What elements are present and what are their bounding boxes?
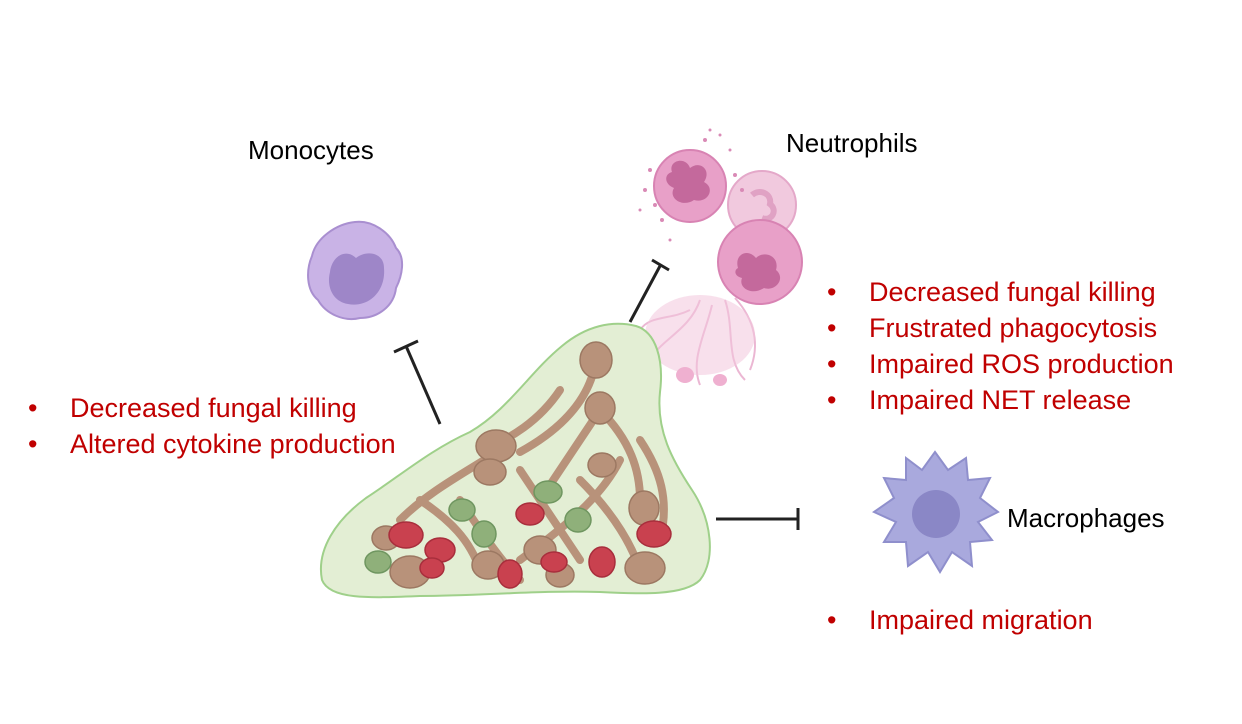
neutrophils-label: Neutrophils xyxy=(786,128,918,158)
biofilm-illustration xyxy=(319,322,711,599)
monocytes-label: Monocytes xyxy=(248,135,374,165)
macrophages-label: Macrophages xyxy=(1007,503,1165,533)
macrophage-illustration xyxy=(871,450,1000,574)
monocyte-effect-item: Decreased fungal killing xyxy=(28,390,396,426)
inhibit-arrow-monocytes xyxy=(393,339,442,425)
macrophage-effect-item: Impaired migration xyxy=(827,602,1093,638)
neutrophil-illustration xyxy=(638,128,803,386)
neutrophil-effects-list: Decreased fungal killing Frustrated phag… xyxy=(827,274,1174,418)
monocyte-effects-list: Decreased fungal killing Altered cytokin… xyxy=(28,390,396,462)
inhibit-arrow-neutrophils xyxy=(628,258,670,323)
neutrophil-effect-item: Impaired ROS production xyxy=(827,346,1174,382)
neutrophil-effect-item: Frustrated phagocytosis xyxy=(827,310,1174,346)
macrophage-effects-list: Impaired migration xyxy=(827,602,1093,638)
inhibit-arrow-macrophages xyxy=(716,508,800,530)
neutrophil-effect-item: Decreased fungal killing xyxy=(827,274,1174,310)
neutrophil-effect-item: Impaired NET release xyxy=(827,382,1174,418)
monocyte-illustration xyxy=(307,220,403,320)
monocyte-effect-item: Altered cytokine production xyxy=(28,426,396,462)
